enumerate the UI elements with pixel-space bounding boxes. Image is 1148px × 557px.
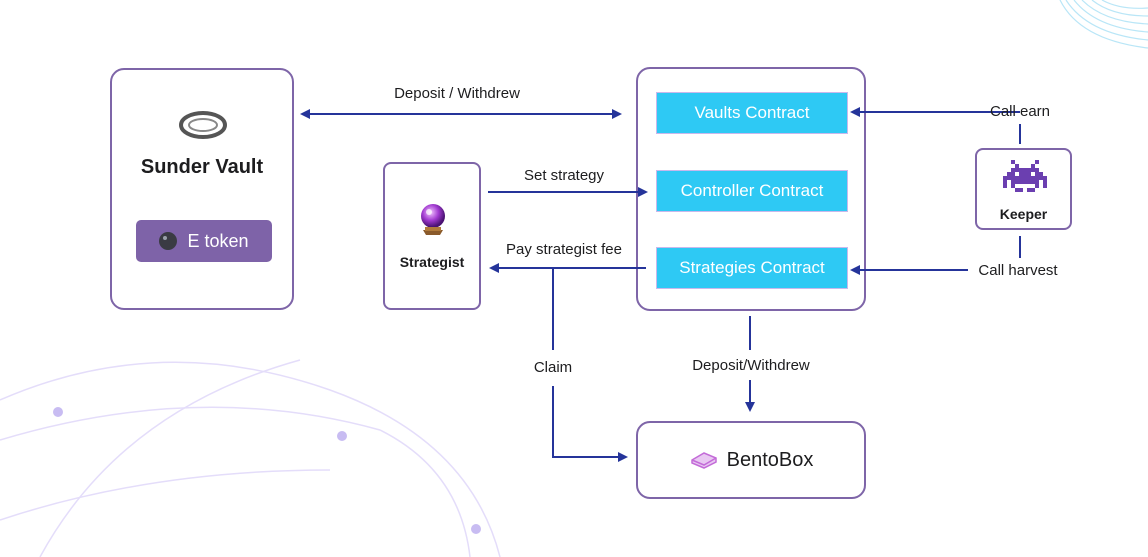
call-harvest-label: Call harvest <box>978 262 1058 279</box>
space-invader-icon <box>1003 160 1047 192</box>
claim-label: Claim <box>533 359 573 376</box>
sunder-vault-node: Sunder Vault E token <box>110 68 294 310</box>
set-strategy-label: Set strategy <box>523 167 605 184</box>
keeper-node: Keeper <box>975 148 1072 230</box>
token-icon <box>159 232 178 250</box>
e-token-label: E token <box>187 230 249 251</box>
e-token-badge: E token <box>136 220 272 262</box>
bentobox-node: BentoBox <box>636 421 866 499</box>
sunder-logo-icon <box>179 111 227 139</box>
controller-contract: Controller Contract <box>656 170 848 212</box>
bento-icon <box>690 452 717 469</box>
bentobox-title: BentoBox <box>726 448 814 471</box>
pay-fee-label: Pay strategist fee <box>506 241 622 258</box>
bento-deposit-label: Deposit/Withdrew <box>692 357 810 374</box>
vaults-contract: Vaults Contract <box>656 92 848 134</box>
vault-title: Sunder Vault <box>140 156 264 178</box>
strategist-node: Strategist <box>383 162 481 310</box>
crystal-ball-icon <box>421 204 445 235</box>
strategies-contract: Strategies Contract <box>656 247 848 289</box>
call-earn-label: Call earn <box>989 103 1051 120</box>
keeper-title: Keeper <box>999 206 1048 222</box>
deposit-withdrew-label: Deposit / Withdrew <box>394 85 520 102</box>
strategist-title: Strategist <box>399 254 465 270</box>
